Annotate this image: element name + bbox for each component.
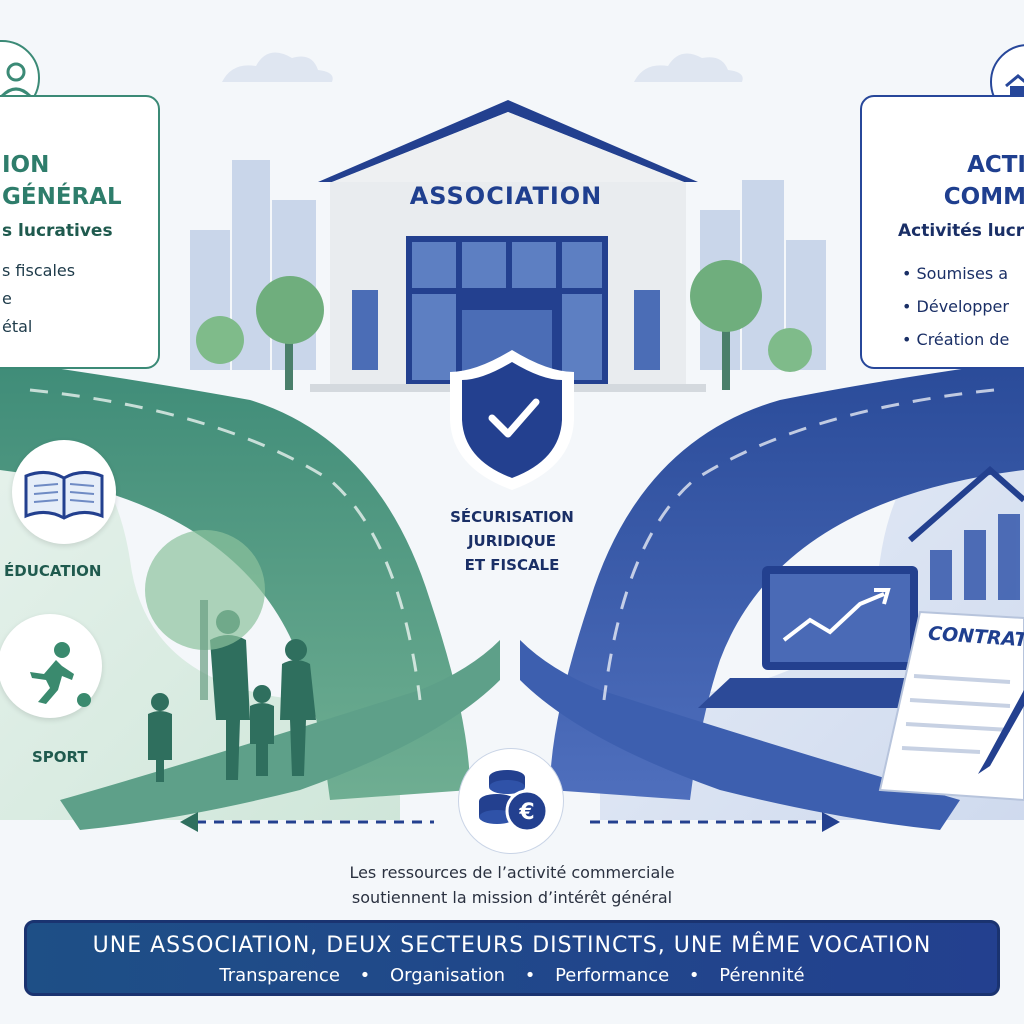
list-item: s fiscales — [2, 261, 76, 280]
list-item: • Développer — [902, 297, 1009, 316]
list-item: e — [2, 289, 12, 308]
value-perennite: Pérennité — [719, 965, 805, 986]
panel-title: ION GÉNÉRAL — [2, 149, 162, 213]
shield-caption: SÉCURISATION JURIDIQUE ET FISCALE — [430, 505, 594, 577]
building-name: ASSOCIATION — [409, 182, 603, 210]
panel-title-line2: COMM — [943, 184, 1024, 210]
panel-title-line1: ACTI — [967, 152, 1024, 178]
laptop-chart-icon — [698, 566, 950, 708]
book-icon — [12, 440, 116, 544]
panel-subtitle: Activités lucra — [898, 221, 1024, 241]
footer-banner: UNE ASSOCIATION, DEUX SECTEURS DISTINCTS… — [24, 920, 1000, 996]
resources-line: soutiennent la mission d’intérêt général — [351, 888, 673, 907]
resources-line: Les ressources de l’activité commerciale — [349, 863, 675, 882]
shield-caption-line: ET FISCALE — [464, 556, 560, 574]
shield-caption-line: JURIDIQUE — [467, 532, 557, 550]
panel-title-line1: ION — [2, 152, 50, 178]
panel-list: s fiscales e étal — [2, 257, 152, 341]
separator: • — [688, 965, 700, 986]
sport-label: SPORT — [32, 748, 88, 766]
shield-caption-line: SÉCURISATION — [450, 508, 574, 526]
euro-coins-icon: € — [458, 748, 564, 854]
general-interest-panel: ION GÉNÉRAL s lucratives s fiscales e ét… — [0, 95, 160, 369]
list-item: • Soumises a — [902, 264, 1009, 283]
shield-check-icon — [450, 350, 574, 490]
panel-subtitle: s lucratives — [2, 221, 113, 241]
value-organisation: Organisation — [389, 965, 505, 986]
panel-title: ACTI COMM — [862, 149, 1024, 213]
separator: • — [359, 965, 371, 986]
banner-title: UNE ASSOCIATION, DEUX SECTEURS DISTINCTS… — [92, 933, 932, 958]
resources-caption: Les ressources de l’activité commerciale… — [262, 860, 762, 910]
panel-title-line2: GÉNÉRAL — [2, 184, 122, 210]
contract-document-icon — [878, 610, 1024, 802]
svg-text:€: € — [518, 800, 534, 825]
association-building — [310, 100, 706, 392]
soccer-player-icon — [0, 614, 102, 718]
separator: • — [524, 965, 536, 986]
commercial-activity-panel: ACTI COMM Activités lucra • Soumises a •… — [860, 95, 1024, 369]
education-label: ÉDUCATION — [4, 562, 102, 580]
panel-list: • Soumises a • Développer • Création de — [902, 257, 1009, 356]
value-performance: Performance — [555, 965, 670, 986]
value-transparence: Transparence — [219, 965, 340, 986]
list-item: • Création de — [902, 330, 1010, 349]
list-item: étal — [2, 317, 33, 336]
banner-values: Transparence • Organisation • Performanc… — [27, 965, 997, 986]
